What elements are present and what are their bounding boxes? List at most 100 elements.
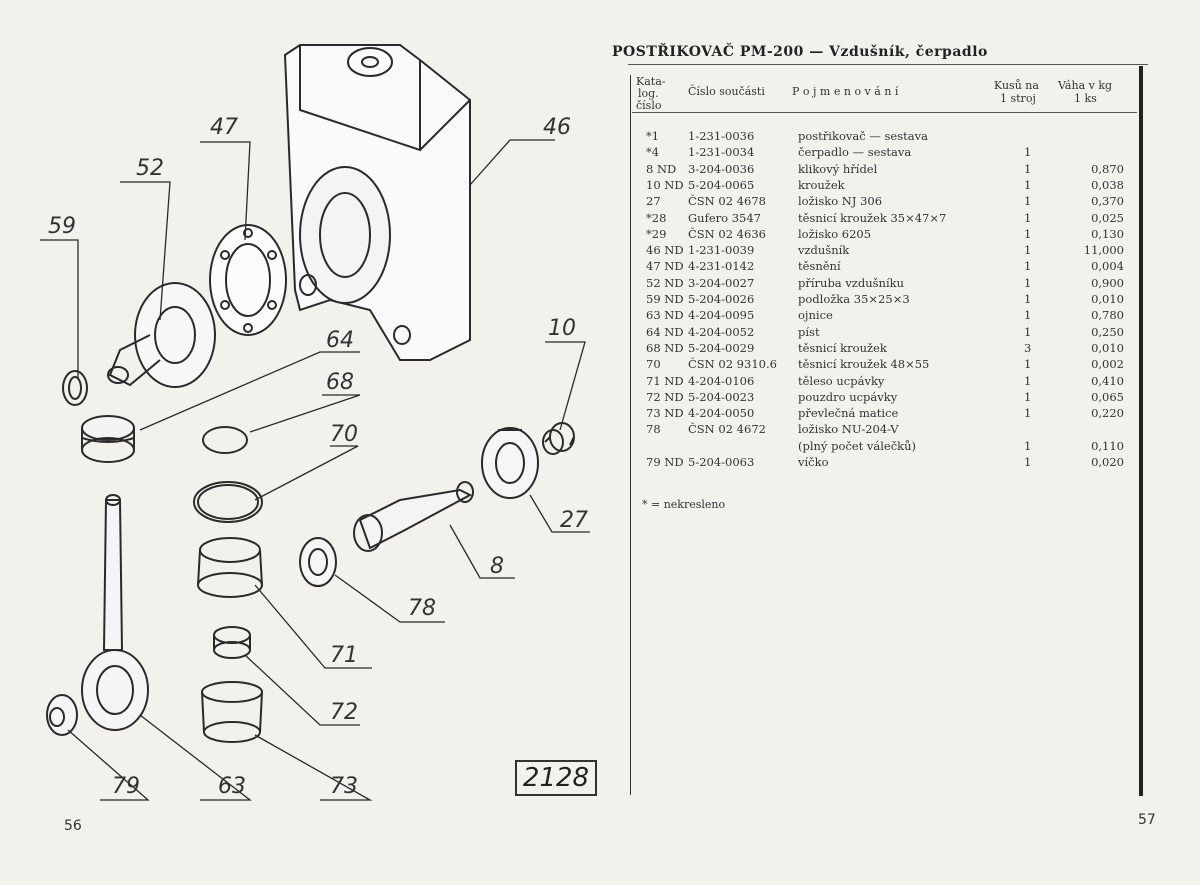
weight-cell: 0,780 <box>1091 308 1124 323</box>
part-name-cell: těleso ucpávky <box>798 373 885 388</box>
weight-cell: 0,130 <box>1091 226 1124 241</box>
part-number-cell: 4-204-0106 <box>688 373 755 388</box>
part-number-cell: 5-204-0065 <box>688 177 755 192</box>
catalog-number-cell: 59 ND <box>646 292 684 306</box>
weight-cell: 0,020 <box>1091 455 1124 469</box>
part-name-cell: (plný počet válečků) <box>798 438 917 453</box>
quantity-cell: 1 <box>1024 161 1032 176</box>
part-number-cell: 4-231-0142 <box>688 259 755 274</box>
weight-cell: 0,370 <box>1091 194 1124 209</box>
part-name-cell: ojnice <box>798 308 833 323</box>
part-name-cell: těsnicí kroužek <box>798 340 887 355</box>
part-name-cell: těsnicí kroužek 48×55 <box>798 357 930 372</box>
quantity-cell: 1 <box>1024 292 1032 306</box>
leader-lines <box>40 139 590 801</box>
callout-59: 59 <box>48 214 76 239</box>
part-name-cell: ložisko NJ 306 <box>798 194 883 209</box>
weight-cell: 0,025 <box>1091 210 1124 225</box>
part-name-cell: vzdušník <box>798 243 850 258</box>
part-name-cell: podložka 35×25×3 <box>798 292 910 306</box>
part-number-cell: 3-204-0027 <box>688 275 755 290</box>
air-chamber-housing-part-46 <box>283 44 471 361</box>
weight-cell: 0,110 <box>1091 438 1124 453</box>
part-name-cell: píst <box>798 324 820 339</box>
quantity-cell: 1 <box>1024 194 1032 209</box>
part-name-cell: ložisko 6205 <box>798 226 872 241</box>
quantity-cell: 1 <box>1024 145 1032 160</box>
left-page: 59 52 47 46 64 68 70 10 27 8 78 71 72 79… <box>40 44 597 834</box>
weight-cell: 0,220 <box>1091 406 1124 421</box>
part-name-cell: těsnicí kroužek 35×47×7 <box>798 210 947 225</box>
quantity-cell: 1 <box>1024 373 1032 388</box>
callout-70: 70 <box>330 422 358 447</box>
header-catalog-1: Kata- <box>636 75 666 88</box>
part-number-cell: Gufero 3547 <box>688 210 761 225</box>
piston-part-64 <box>81 415 135 463</box>
quantity-cell: 1 <box>1024 324 1032 339</box>
bearing-part-27 <box>481 427 539 499</box>
catalog-number-cell: *29 <box>646 226 667 241</box>
catalog-number-cell: 68 ND <box>646 340 684 355</box>
part-number-cell: ČSN 02 9310.6 <box>688 357 777 372</box>
catalog-number-cell: 79 ND <box>646 455 684 469</box>
quantity-cell: 1 <box>1024 259 1032 274</box>
header-weight-1: Váha v kg <box>1058 79 1113 92</box>
part-name-cell: víčko <box>798 455 829 469</box>
exploded-parts-drawing <box>40 44 590 801</box>
quantity-cell: 1 <box>1024 275 1032 290</box>
catalog-number-cell: 47 ND <box>646 259 684 274</box>
part-name-cell: čerpadlo — sestava <box>798 145 912 160</box>
quantity-cell: 1 <box>1024 389 1032 404</box>
ring-part-10 <box>542 422 575 455</box>
catalog-number-cell: 46 ND <box>646 243 684 258</box>
part-name-cell: ložisko NU-204-V <box>798 422 899 437</box>
page-title: POSTŘIKOVAČ PM-200 — Vzdušník, čerpadlo <box>612 44 988 60</box>
weight-cell: 0,410 <box>1091 373 1124 388</box>
catalog-number-cell: 78 <box>646 422 661 437</box>
part-number-cell: ČSN 02 4636 <box>688 226 766 241</box>
sealing-ring-part-70 <box>193 481 263 523</box>
callout-71: 71 <box>330 643 358 668</box>
table-row: 78 ČSN 02 4672 ložisko NU-204-V <box>600 422 1140 438</box>
quantity-cell: 1 <box>1024 243 1032 258</box>
header-qty-1: Kusů na <box>994 79 1039 92</box>
flange-part-52 <box>107 282 216 388</box>
weight-cell: 0,900 <box>1091 275 1124 290</box>
quantity-cell: 1 <box>1024 357 1032 372</box>
crankshaft-part-8 <box>353 481 474 552</box>
callout-63: 63 <box>218 774 246 799</box>
part-number-cell: ČSN 02 4672 <box>688 422 766 437</box>
part-name-cell: pouzdro ucpávky <box>798 389 898 404</box>
header-qty-2: 1 stroj <box>1000 92 1036 105</box>
callout-73: 73 <box>330 774 358 799</box>
part-number-cell: 1-231-0034 <box>688 145 755 160</box>
catalog-number-cell: *4 <box>646 145 660 160</box>
sealing-ring-part-68 <box>202 426 248 454</box>
catalog-number-cell: 72 ND <box>646 389 684 404</box>
callout-46: 46 <box>543 115 571 140</box>
weight-cell: 0,038 <box>1091 177 1124 192</box>
catalog-number-cell: 8 ND <box>646 161 677 176</box>
callout-27: 27 <box>560 508 588 533</box>
page-number-left: 56 <box>64 818 82 834</box>
gland-body-part-71 <box>197 537 263 598</box>
weight-cell: 0,004 <box>1091 259 1124 274</box>
quantity-cell: 3 <box>1024 340 1032 355</box>
part-name-cell: příruba vzdušníku <box>798 275 904 290</box>
part-number-cell: 4-204-0052 <box>688 324 755 339</box>
catalog-number-cell: 63 ND <box>646 308 684 323</box>
catalog-number-cell: *1 <box>646 129 660 143</box>
quantity-cell: 1 <box>1024 438 1032 453</box>
